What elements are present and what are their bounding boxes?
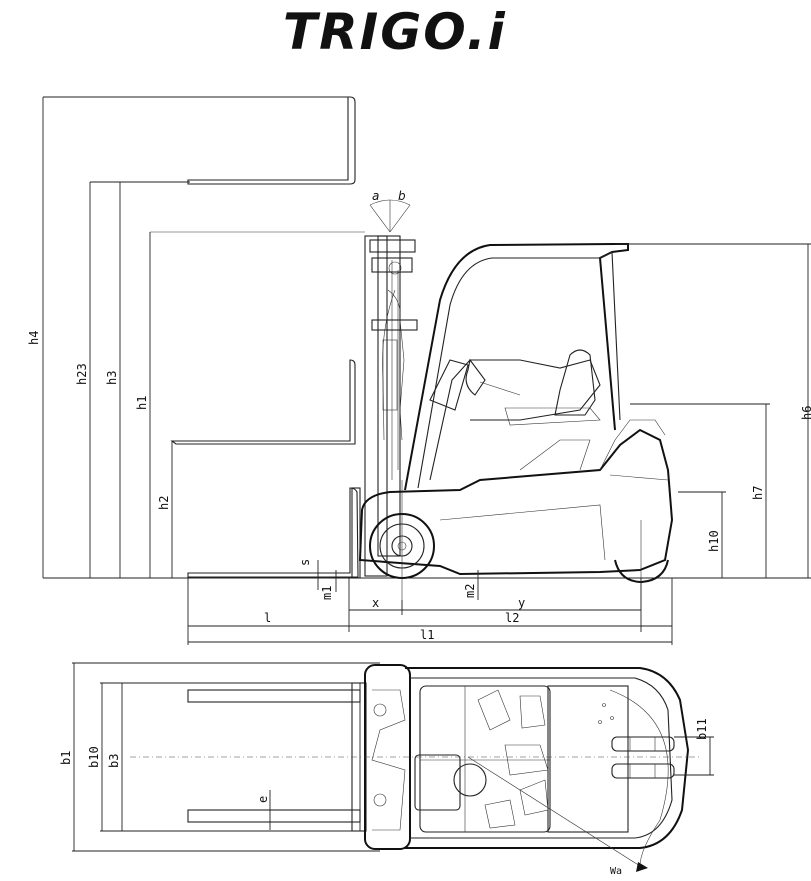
top-fork-left <box>187 689 361 703</box>
label-b1: b1 <box>59 751 73 765</box>
label-h2: h2 <box>157 496 171 510</box>
label-h23: h23 <box>75 363 89 385</box>
fork-positions <box>43 96 365 578</box>
label-b3: b3 <box>107 754 121 768</box>
label-h7: h7 <box>751 486 765 500</box>
label-s: s <box>298 559 312 566</box>
mast <box>351 235 418 579</box>
turning-radius-arrow <box>636 862 648 872</box>
length-dimensions: x y l l2 l1 <box>187 578 673 645</box>
rear-tyre-bottom <box>611 763 675 779</box>
label-wa: Wa <box>610 866 622 877</box>
label-h3: h3 <box>105 371 119 385</box>
label-x: x <box>372 596 379 610</box>
clearance-dimensions: s m1 m2 <box>298 559 479 600</box>
operator-seat <box>554 349 596 416</box>
top-fork-right <box>187 809 361 823</box>
label-h1: h1 <box>135 396 149 410</box>
label-h10: h10 <box>707 530 721 552</box>
top-view: b1 b10 b3 e <box>59 662 714 877</box>
fork-ground <box>187 487 359 578</box>
fork-top <box>43 96 356 185</box>
rear-wheel <box>614 520 669 610</box>
fork-lower <box>170 359 356 445</box>
rear-tyre-top <box>611 736 675 752</box>
label-l1: l1 <box>420 628 434 642</box>
tilt-angle-indicator: a b <box>369 189 411 233</box>
front-wheel <box>369 480 435 610</box>
steering-wheel <box>465 358 486 396</box>
chassis <box>358 419 674 576</box>
label-h6: h6 <box>800 406 811 420</box>
label-m1: m1 <box>320 586 334 600</box>
label-e: e <box>256 796 270 803</box>
logo-text: TRIGO.i <box>283 3 507 61</box>
label-h4: h4 <box>27 331 41 345</box>
overhead-guard <box>404 243 811 491</box>
label-l: l <box>264 611 271 625</box>
label-l2: l2 <box>505 611 519 625</box>
left-height-dimensions: h4 h23 h3 h1 h2 <box>27 96 190 578</box>
label-y: y <box>518 596 525 610</box>
label-b: b <box>398 189 406 203</box>
right-height-dimensions: h6 h7 h10 <box>630 244 811 578</box>
label-a: a <box>372 189 379 203</box>
top-body-outline <box>405 667 690 849</box>
label-b11: b11 <box>695 718 709 740</box>
label-m2: m2 <box>463 584 477 598</box>
brand-logo: TRIGO.i <box>283 3 507 61</box>
label-b10: b10 <box>87 746 101 768</box>
